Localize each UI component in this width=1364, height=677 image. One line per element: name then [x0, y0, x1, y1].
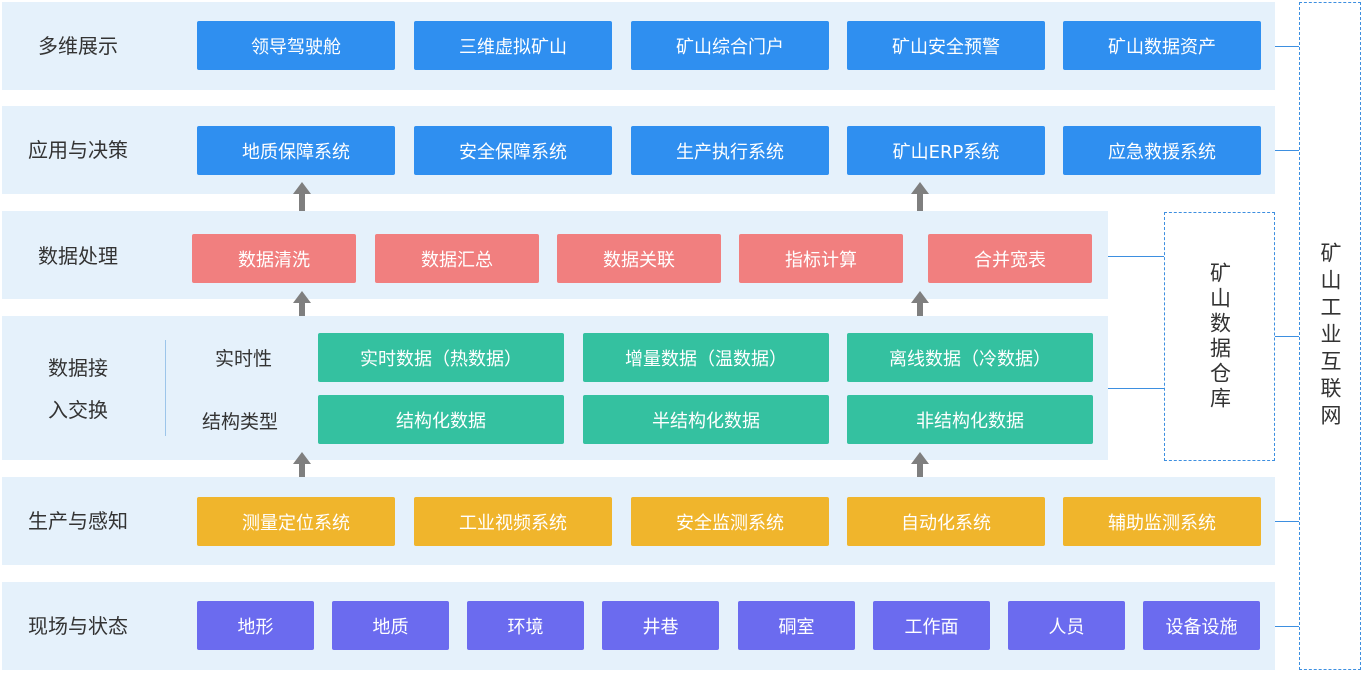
prod-item-video[interactable]: 工业视频系统: [414, 497, 612, 546]
app-item-emergency[interactable]: 应急救援系统: [1063, 126, 1261, 175]
prod-item-automation[interactable]: 自动化系统: [847, 497, 1045, 546]
field-item-workface[interactable]: 工作面: [873, 601, 990, 650]
access-semi-structured[interactable]: 半结构化数据: [583, 395, 829, 444]
access-unstructured[interactable]: 非结构化数据: [847, 395, 1093, 444]
field-item-equipment[interactable]: 设备设施: [1143, 601, 1260, 650]
prod-item-aux-monitor[interactable]: 辅助监测系统: [1063, 497, 1261, 546]
field-item-geology[interactable]: 地质: [332, 601, 449, 650]
field-item-environment[interactable]: 环境: [467, 601, 584, 650]
proc-item-metrics[interactable]: 指标计算: [739, 234, 903, 283]
display-item-safety-warning[interactable]: 矿山安全预警: [847, 21, 1045, 70]
layer-access-label-line1: 数据接: [48, 356, 108, 380]
access-realtime-hot[interactable]: 实时数据（热数据）: [318, 333, 564, 382]
display-item-data-assets[interactable]: 矿山数据资产: [1063, 21, 1261, 70]
data-warehouse[interactable]: 矿山数据仓库: [1164, 212, 1275, 461]
prod-item-safety-monitor[interactable]: 安全监测系统: [631, 497, 829, 546]
connector-application-internet: [1275, 150, 1299, 151]
arrow-up-icon: [911, 182, 929, 216]
layer-display-label: 多维展示: [38, 34, 118, 58]
proc-item-cleaning[interactable]: 数据清洗: [192, 234, 356, 283]
field-item-chamber[interactable]: 硐室: [738, 601, 855, 650]
display-item-3d-mine[interactable]: 三维虚拟矿山: [414, 21, 612, 70]
arrow-up-icon: [911, 291, 929, 325]
realtime-label: 实时性: [215, 348, 273, 370]
layer-application-label: 应用与决策: [28, 138, 128, 162]
connector-field-internet: [1275, 626, 1299, 627]
industrial-internet-label: 矿山工业互联网: [1318, 241, 1342, 431]
layer-processing: [2, 211, 1108, 299]
connector-processing-warehouse: [1108, 256, 1164, 257]
app-item-safety[interactable]: 安全保障系统: [414, 126, 612, 175]
access-realtime-cold[interactable]: 离线数据（冷数据）: [847, 333, 1093, 382]
connector-display-internet: [1275, 46, 1299, 47]
proc-item-association[interactable]: 数据关联: [557, 234, 721, 283]
connector-access-warehouse: [1108, 388, 1164, 389]
arrow-up-icon: [293, 182, 311, 216]
arrow-up-icon: [293, 291, 311, 325]
prod-item-positioning[interactable]: 测量定位系统: [197, 497, 395, 546]
field-item-terrain[interactable]: 地形: [197, 601, 314, 650]
structure-label: 结构类型: [202, 411, 279, 433]
connector-production-internet: [1275, 521, 1299, 522]
arrow-up-icon: [911, 452, 929, 486]
display-item-cockpit[interactable]: 领导驾驶舱: [197, 21, 395, 70]
app-item-erp[interactable]: 矿山ERP系统: [847, 126, 1045, 175]
app-item-geology[interactable]: 地质保障系统: [197, 126, 395, 175]
access-realtime-warm[interactable]: 增量数据（温数据）: [583, 333, 829, 382]
arrow-up-icon: [293, 452, 311, 486]
field-item-personnel[interactable]: 人员: [1008, 601, 1125, 650]
industrial-internet[interactable]: 矿山工业互联网: [1299, 2, 1361, 670]
proc-item-wide-table[interactable]: 合并宽表: [928, 234, 1092, 283]
layer-processing-label: 数据处理: [38, 244, 118, 268]
proc-item-summary[interactable]: 数据汇总: [375, 234, 539, 283]
layer-access-label-line2: 入交换: [48, 398, 108, 422]
layer-field-label: 现场与状态: [28, 614, 128, 638]
access-divider: [165, 340, 166, 436]
field-item-shaft[interactable]: 井巷: [602, 601, 719, 650]
data-warehouse-label: 矿山数据仓库: [1207, 261, 1232, 412]
display-item-portal[interactable]: 矿山综合门户: [631, 21, 829, 70]
connector-warehouse-internet: [1275, 336, 1299, 337]
layer-production-label: 生产与感知: [28, 509, 128, 533]
app-item-production[interactable]: 生产执行系统: [631, 126, 829, 175]
access-structured[interactable]: 结构化数据: [318, 395, 564, 444]
